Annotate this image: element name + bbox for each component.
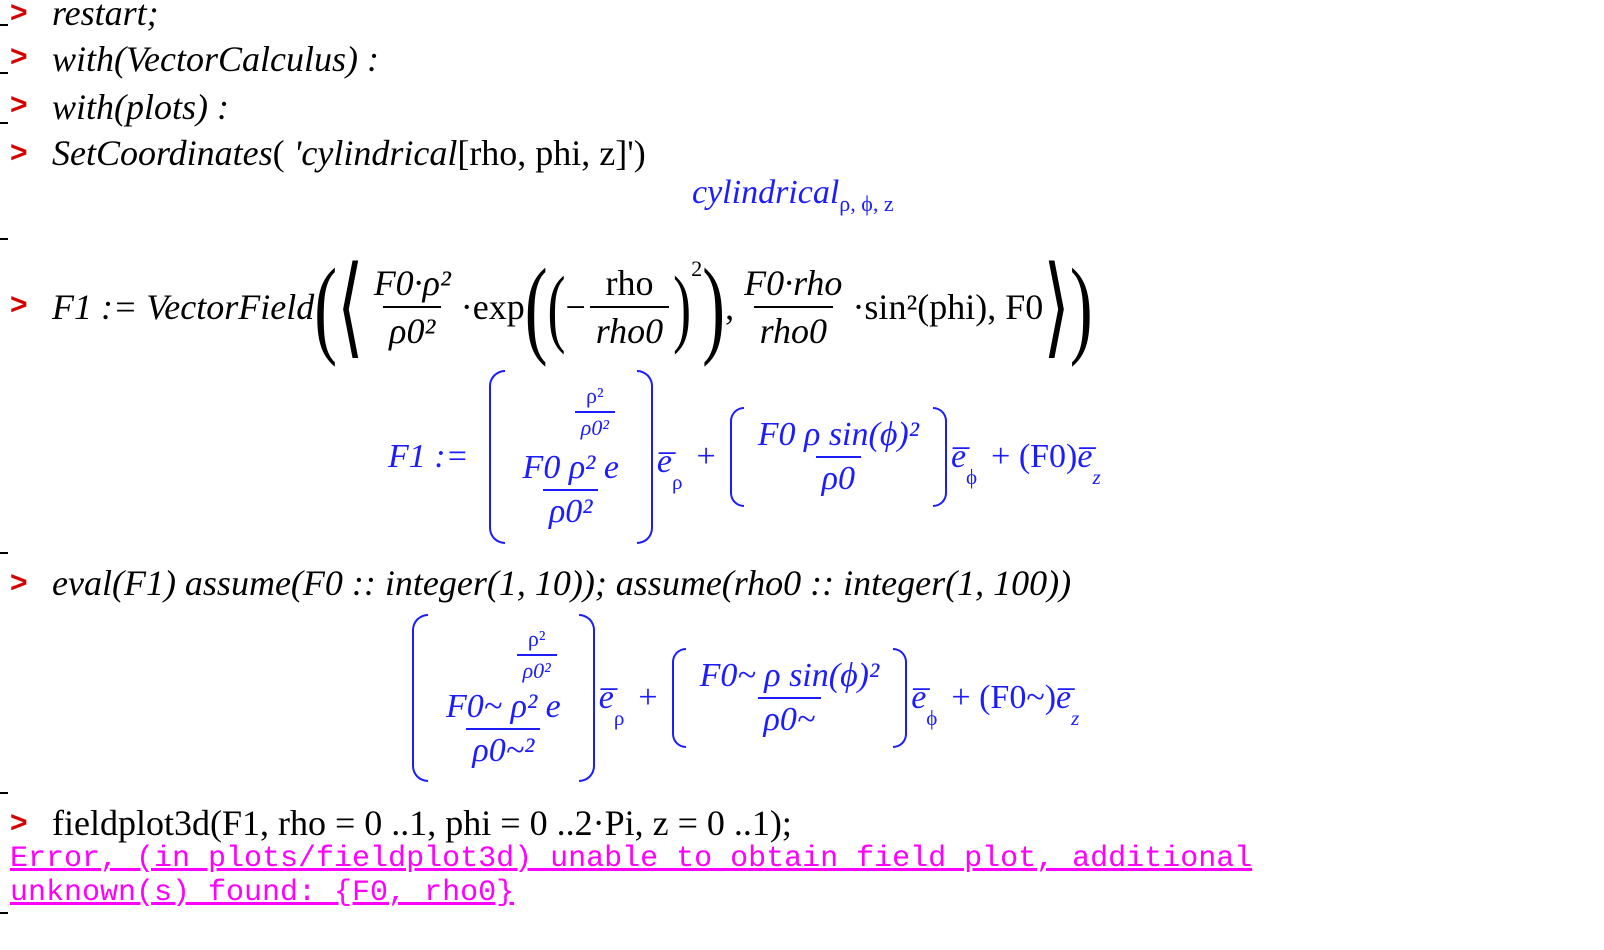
unit-e-z: e̅ [1056, 679, 1072, 716]
out2-lhs: F1 := [388, 438, 469, 475]
paren-open [671, 648, 686, 748]
group-bracket [0, 792, 8, 794]
setcoords-fn: SetCoordinates [52, 133, 273, 173]
paren: ( [524, 245, 548, 368]
exp-label: ·exp [460, 287, 525, 327]
exp-den: ρ0² [574, 411, 615, 441]
error-message-line1: Error, (in plots/fieldplot3d) unable to … [10, 842, 1253, 876]
sub-phi: ϕ [966, 464, 978, 489]
exp-num: ρ² [586, 383, 604, 408]
paren-close [893, 648, 908, 748]
paren-close [932, 407, 947, 507]
input-eval[interactable]: eval(F1) assume(F0 :: integer(1, 10)); a… [52, 563, 1072, 603]
prompt-marker: > [10, 136, 28, 169]
out2-num1: F0 ρ² e [522, 449, 619, 486]
unit-e-z: e̅ [1077, 438, 1093, 475]
unit-e-rho: e̅ [598, 679, 614, 716]
out3-tail: + (F0~) [951, 679, 1057, 716]
paren-open [729, 407, 744, 507]
unit-e-rho: e̅ [656, 443, 673, 480]
out2-num2: F0 ρ sin(ϕ)² [757, 416, 919, 453]
frac3-den: rho0 [753, 306, 833, 352]
out3-exp-frac: ρ² ρ0² [516, 626, 557, 684]
frac2-den: rho0 [589, 306, 670, 352]
input-restart[interactable]: restart; [52, 0, 159, 33]
frac1-den: ρ0² [383, 306, 442, 352]
paren-open [488, 370, 505, 544]
sub-z: z [1092, 464, 1101, 489]
paren: ) [673, 259, 692, 355]
unit-e-phi: e̅ [911, 679, 927, 716]
prompt-marker: > [10, 288, 28, 321]
input-with-plots[interactable]: with(plots) : [52, 87, 229, 127]
sub-phi: ϕ [926, 705, 938, 730]
input-fieldplot3d[interactable]: fieldplot3d(F1, rho = 0 ..1, phi = 0 ..2… [52, 803, 792, 843]
out1-sub: ρ, ϕ, z [839, 190, 894, 216]
minus-sign: − [565, 287, 586, 327]
out2-exp-frac: ρ² ρ0² [574, 383, 615, 441]
paren: ) [702, 245, 726, 368]
input-setcoordinates[interactable]: SetCoordinates( 'cylindrical[rho, phi, z… [52, 133, 646, 173]
prompt-marker: > [10, 0, 28, 29]
prompt-marker: > [10, 806, 28, 839]
output-cylindrical: cylindricalρ, ϕ, z [692, 174, 894, 217]
paren: ( [547, 259, 566, 355]
out3-den2: ρ0~ [757, 697, 822, 739]
paren-open: ( [314, 245, 337, 368]
error-message-line2: unknown(s) found: {F0, rho0} [10, 876, 515, 910]
f1-tail: ·sin²(phi), F0 [852, 287, 1044, 327]
paren-close [636, 370, 653, 544]
out3-num1: F0~ ρ² e [446, 688, 561, 725]
out3-frac1-num: F0~ ρ² e ρ² ρ0² [440, 626, 567, 728]
prompt-marker: > [10, 88, 28, 121]
paren-close [578, 614, 595, 782]
exp-den: ρ0² [516, 654, 557, 684]
out3-num2: F0~ ρ sin(ϕ)² [699, 657, 880, 694]
group-bracket [0, 238, 8, 240]
group-bracket [0, 912, 8, 914]
out2-den2: ρ0 [815, 456, 861, 498]
out3-den1: ρ0~² [466, 728, 541, 770]
exp-num: ρ² [527, 626, 546, 651]
setcoords-rest: [rho, phi, z]') [457, 133, 646, 173]
frac2-num: rho [605, 263, 654, 303]
f1-lhs: F1 := VectorField [52, 287, 315, 327]
sub-rho: ρ [613, 705, 625, 730]
square-exp: 2 [691, 256, 703, 281]
paren-close: ) [1069, 245, 1093, 368]
prompt-marker: > [10, 40, 28, 73]
unit-e-phi: e̅ [950, 438, 967, 475]
group-bracket [0, 122, 8, 124]
group-bracket [0, 72, 8, 74]
plus: + [696, 438, 716, 475]
input-with-vectorcalculus[interactable]: with(VectorCalculus) : [52, 39, 379, 79]
group-bracket [0, 552, 8, 554]
out2-tail: + (F0) [991, 438, 1078, 475]
prompt-marker: > [10, 566, 28, 599]
out2-frac1-num: F0 ρ² e ρ² ρ0² [517, 383, 625, 489]
plus: + [638, 679, 658, 716]
angle-close: ⟩ [1043, 245, 1070, 368]
paren-open [412, 614, 428, 782]
sub-z: z [1071, 705, 1080, 730]
frac1-num: F0·ρ² [373, 263, 451, 303]
angle-open: ⟨ [337, 245, 364, 368]
sub-rho: ρ [672, 469, 683, 494]
out2-frac1: F0 ρ² e ρ² ρ0² ρ0² [517, 383, 625, 531]
frac3-num: F0·rho [744, 263, 843, 303]
group-bracket [0, 24, 8, 26]
setcoords-arg: 'cylindrical [293, 133, 458, 173]
out1-main: cylindrical [692, 174, 840, 211]
out3-frac1: F0~ ρ² e ρ² ρ0² ρ0~² [440, 626, 567, 770]
out2-den1: ρ0² [542, 489, 599, 531]
